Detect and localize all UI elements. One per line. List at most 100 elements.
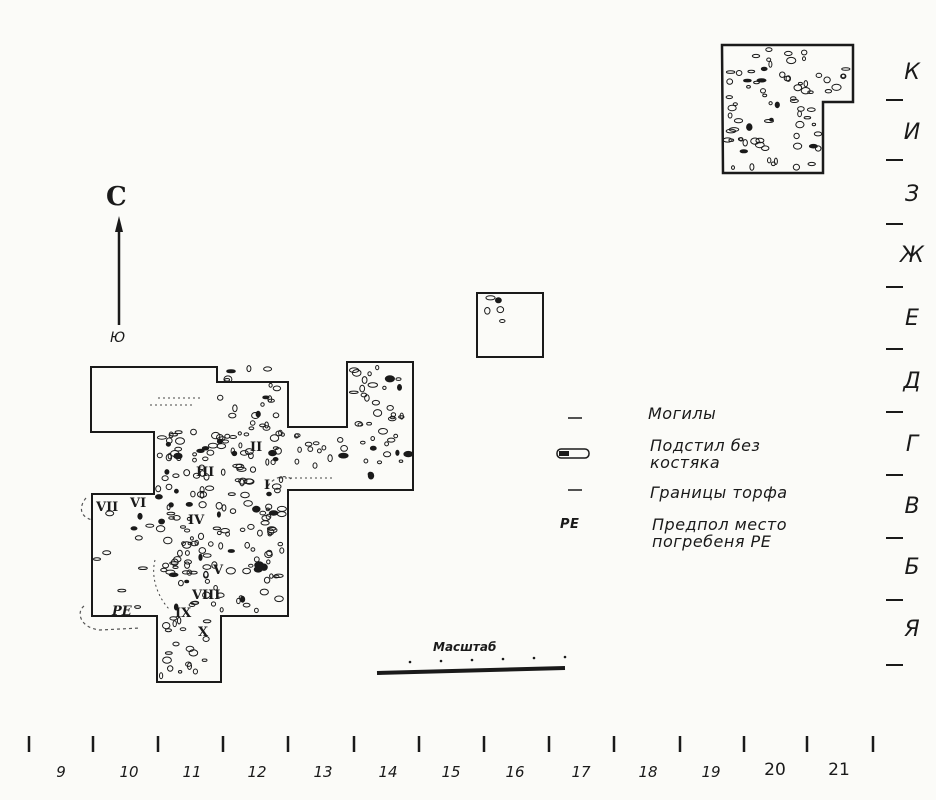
stone [811, 122, 817, 127]
stone [187, 662, 192, 671]
stone [340, 445, 349, 452]
grave-label-iv: IV [188, 513, 205, 528]
stone [238, 477, 248, 485]
stone [384, 441, 390, 447]
grave-label-i: I [264, 478, 271, 493]
stone [278, 476, 284, 484]
small-excavation [476, 292, 544, 358]
stone [167, 452, 172, 460]
stone [268, 382, 273, 388]
stone [220, 468, 226, 476]
stone [137, 512, 143, 520]
col-label-10: 10 [119, 763, 139, 781]
grave-label-pe: PE [112, 604, 132, 619]
stone [384, 375, 395, 383]
stone [275, 430, 283, 437]
stone [186, 569, 193, 576]
stone [382, 385, 387, 390]
stone [496, 306, 505, 314]
col-label-17: 17 [571, 763, 591, 781]
stone [274, 595, 284, 603]
stone [242, 567, 252, 575]
stone [266, 491, 272, 497]
stone [266, 559, 271, 565]
north-label: С [106, 182, 127, 212]
stone [765, 47, 773, 52]
stone [248, 426, 255, 431]
stone [192, 472, 201, 479]
stone [728, 138, 735, 142]
stone [163, 536, 173, 545]
stone [312, 441, 320, 446]
stone [768, 101, 773, 106]
stone [189, 536, 194, 541]
stone [219, 607, 224, 613]
stone [190, 540, 198, 547]
row-label-v: В [904, 494, 920, 519]
stone [485, 295, 496, 301]
stone [185, 502, 193, 507]
stone [155, 485, 162, 493]
stone [238, 442, 243, 449]
stone [197, 532, 205, 541]
stone [746, 85, 751, 89]
stone [749, 163, 755, 171]
stone [793, 132, 800, 140]
scale-ticks [408, 655, 567, 664]
stone [236, 466, 247, 472]
stone [393, 433, 399, 439]
stone [403, 450, 414, 458]
stone [743, 78, 752, 83]
stone [761, 145, 770, 151]
stone [177, 549, 183, 557]
stone [274, 487, 281, 494]
stone [774, 101, 780, 109]
stone [375, 365, 380, 371]
stone [265, 507, 271, 512]
stone [768, 60, 773, 68]
stone [304, 441, 313, 447]
stone [211, 561, 218, 569]
scale-tick [501, 657, 505, 661]
stone [807, 90, 814, 94]
stone [725, 95, 733, 100]
scale-bar [376, 666, 566, 675]
stone [224, 378, 231, 382]
stone [790, 96, 797, 101]
legend-pe-symbol: PE [560, 517, 580, 532]
stone [207, 442, 219, 449]
stone [755, 137, 765, 144]
stone [205, 485, 215, 491]
row-label-d: Д [903, 369, 921, 394]
stone [204, 578, 210, 584]
grave-label-viii: VIII [192, 588, 221, 603]
stone [265, 513, 272, 520]
stone [360, 440, 366, 445]
stone [185, 645, 195, 653]
col-label-14: 14 [378, 763, 398, 781]
stone [134, 535, 143, 541]
stone [242, 602, 251, 608]
row-label-k: К [904, 60, 920, 85]
stone [268, 510, 279, 516]
stone [102, 550, 112, 556]
stone [240, 491, 250, 499]
stone [803, 80, 809, 88]
main-excavation-outline [90, 361, 414, 683]
stone [216, 592, 225, 598]
stone [159, 672, 164, 680]
legend-symbol-bedding [556, 448, 590, 459]
stone [239, 527, 246, 532]
stone [484, 307, 491, 315]
stone [244, 448, 254, 455]
stone [215, 502, 223, 510]
stone [267, 398, 275, 403]
stone [201, 446, 210, 451]
stone [145, 523, 155, 528]
stone [390, 412, 397, 418]
stone [246, 365, 252, 373]
stone [229, 435, 238, 439]
stone [272, 385, 282, 392]
stone [725, 128, 737, 134]
stone [247, 523, 255, 530]
